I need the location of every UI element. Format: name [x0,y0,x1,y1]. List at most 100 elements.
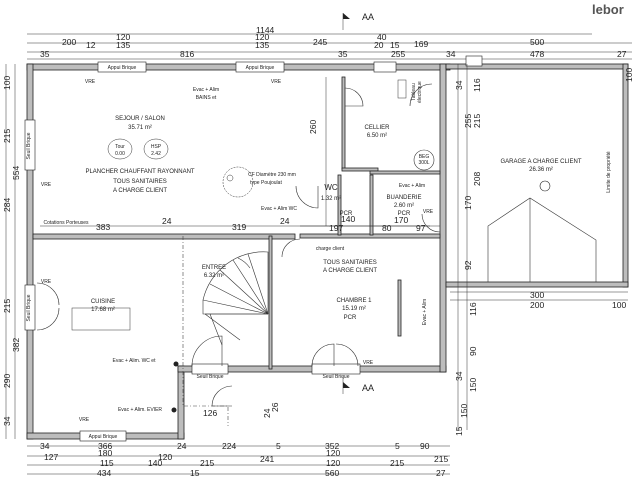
dim-right-215: 215 [472,114,482,128]
wc-area: 1.32 m² [321,196,341,202]
chambre-floor: PCR [344,315,357,321]
wall-wc-west [337,174,342,236]
tour-l1: Tour [115,144,125,150]
tour-icon [107,138,133,160]
dim-bot-127: 127 [44,452,58,462]
interior-dimensions: 383 24 319 24 197 80 97 140 170 260 126 … [40,77,628,418]
dim-bot-120b: 120 [326,448,340,458]
dim-left-215b: 215 [2,299,12,313]
dim-24b: 24 [280,216,290,226]
vre-3: VRE [41,182,52,188]
dim-left-100: 100 [2,76,12,90]
dim-right-34a: 34 [454,80,464,90]
hsp-l2: 2.42 [151,151,161,157]
dim-top-20: 20 [374,40,384,50]
cuisine-name: CUISINE [91,299,115,305]
dim-top-15: 15 [390,40,400,50]
dim-bot-27: 27 [436,468,446,478]
bottom-dimensions: 34 366 24 224 5 352 5 90 127 180 120 120… [27,441,450,478]
cellier-name: CELLIER [364,125,390,131]
vre-5: VRE [79,417,90,423]
beg-l2: 300L [418,160,429,166]
openings: Appui Brique Appui Brique Seuil Brique S… [24,55,483,442]
garage-wall-south [445,281,629,288]
wall-cellier-south [341,167,379,172]
dim-top-27: 27 [617,49,627,59]
dim-top-35b: 35 [338,49,348,59]
dim-right-116a: 116 [472,78,482,92]
dim-bot-24: 24 [177,441,187,451]
dim-left-34: 34 [2,416,12,426]
dim-bot-90: 90 [420,441,430,451]
dim-total: 1144 [256,25,275,35]
chambre-area: 15.19 m² [342,306,366,312]
beg-l1: BEG [419,154,430,160]
dim-top-478: 478 [530,49,544,59]
plancher-l3: A CHARGE CLIENT [113,188,167,194]
sejour-area: 35.71 m² [128,125,152,131]
seuil-entree: Seuil Brique [197,374,224,380]
evac-bains-l1: Evac + Alim [193,87,219,93]
wall-cellier-west [341,76,346,170]
dim-bot-5b: 5 [395,441,400,451]
dim-24c: 24 [262,408,272,418]
garage-wall-east [622,63,629,288]
dim-left-382: 382 [11,338,21,352]
dim-left-554: 554 [11,166,21,180]
garage-ramp [487,180,597,282]
seuil-west-2: Seuil Brique [26,294,32,321]
garage-name: GARAGE A CHARGE CLIENT [500,159,581,165]
entree-area: 6.32 m² [204,273,224,279]
dim-top-816: 816 [180,49,194,59]
dim-bot-224: 224 [222,441,236,451]
section-label-bottom: AA [362,383,374,393]
vre-7: VRE [423,209,434,215]
plancher-l1: PLANCHER CHAUFFANT RAYONNANT [85,169,194,175]
buanderie-floor: PCR [398,211,411,217]
dim-97: 97 [416,223,426,233]
dim-bot-215a: 215 [200,458,214,468]
dim-right-150a: 150 [468,378,478,392]
section-mark-top: AA [342,12,374,30]
chambre-evac: Evac + Alim [422,299,428,325]
wall-sejour-cuisine [32,233,296,240]
wall-entree-east [268,235,273,370]
dim-left-290: 290 [2,374,12,388]
dim-top-135a: 135 [116,40,130,50]
wall-wardrobe [397,279,402,337]
dim-top-120b: 120 [255,32,269,42]
dim-top-169: 169 [414,39,428,49]
wc-name: WC [324,183,338,192]
top-dimensions: 1144 200 120 120 245 40 500 12 135 135 2… [27,25,632,60]
wall-step-vertical [177,365,185,440]
hsp-icon [143,138,169,160]
stairs [202,251,269,346]
seuil-chambre: Seuil Brique [323,374,350,380]
wall-buanderie-north [369,170,441,175]
beg-tank-icon [413,149,435,171]
dim-right-34b: 34 [454,371,464,381]
dim-right-116b: 116 [468,302,478,316]
dim-right-208: 208 [472,172,482,186]
entree-name: ENTREE [202,265,226,271]
cf-l2: type Poujoulat [250,180,282,186]
wc-floor: PCR [340,211,353,217]
window-label-3: Appui Brique [89,434,118,440]
dim-100: 100 [612,300,626,310]
dim-top-34: 34 [446,49,456,59]
dim-top-135b: 135 [255,40,269,50]
dim-bot-34: 34 [40,441,50,451]
cf-l1: CF Diamètre 230 mm [248,172,296,178]
dim-top-500: 500 [530,37,544,47]
tableau-l2: électrique [417,81,423,103]
dim-bot-241: 241 [260,454,274,464]
dim-260: 260 [308,120,318,134]
section-mark-bottom: AA [342,376,374,394]
fixtures: Tour 0.00 HSP 2.42 [71,79,435,413]
window-label-2: Appui Brique [246,65,275,71]
section-label-top: AA [362,12,374,22]
dim-24a: 24 [162,216,172,226]
tour-l2: 0.00 [115,151,125,157]
cut-line [182,236,229,426]
